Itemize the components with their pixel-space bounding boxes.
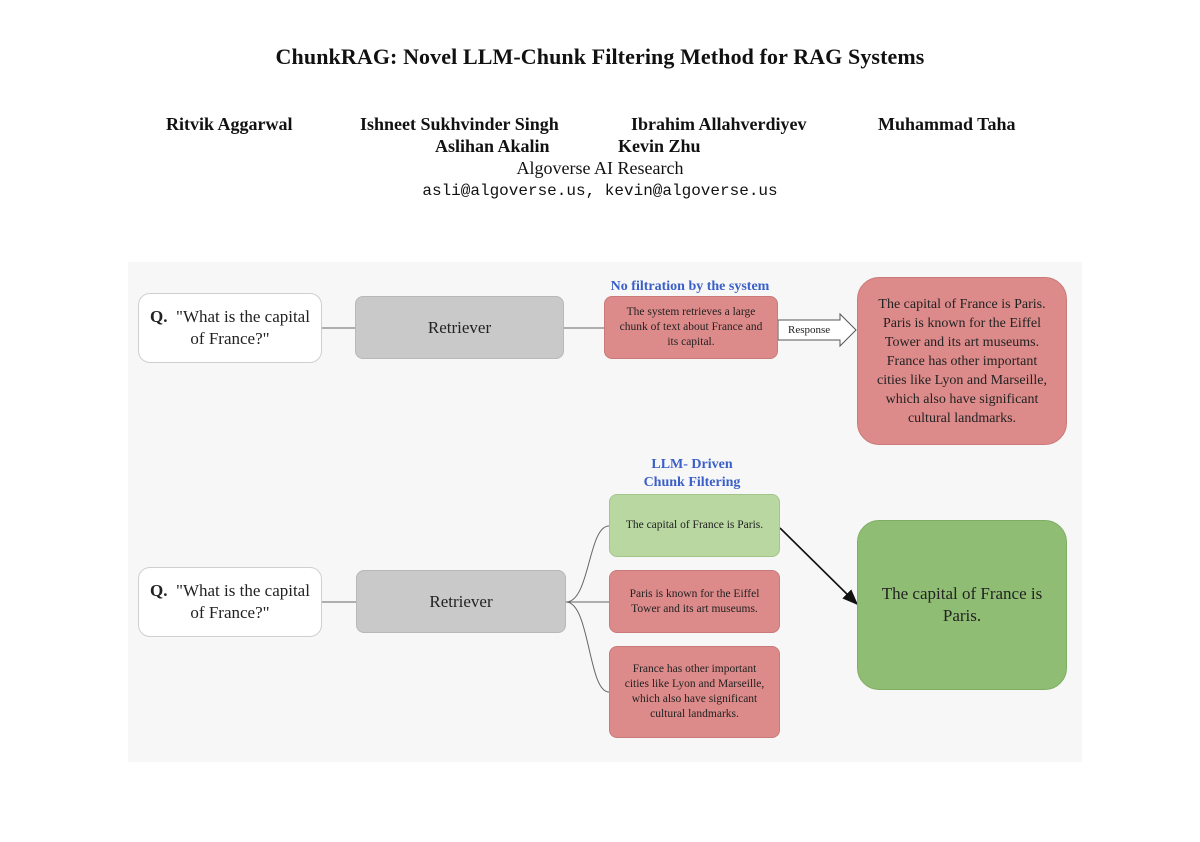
question-prefix: Q. [150, 581, 168, 600]
llm-filtering-label: LLM- Driven Chunk Filtering [592, 456, 792, 492]
no-filtration-label: No filtration by the system [610, 279, 770, 294]
affiliation: Algoverse AI Research [516, 158, 684, 178]
author-name: Ibrahim Allahverdiyev [631, 114, 807, 134]
filtered-chunk: France has other important cities like L… [609, 646, 780, 738]
kept-chunk: The capital of France is Paris. [609, 494, 780, 557]
retriever-box: Retriever [356, 570, 566, 633]
filtered-chunk: Paris is known for the Eiffel Tower and … [609, 570, 780, 633]
retriever-box: Retriever [355, 296, 564, 359]
author-name: Muhammad Taha [878, 114, 1016, 134]
author-name: Kevin Zhu [618, 136, 701, 156]
llm-filtering-label-line: Chunk Filtering [643, 475, 741, 490]
paper-title: ChunkRAG: Novel LLM-Chunk Filtering Meth… [275, 44, 925, 69]
question-box: Q. "What is the capital of France?" [138, 293, 322, 363]
author-name: Ishneet Sukhvinder Singh [360, 114, 559, 134]
question-prefix: Q. [150, 307, 168, 326]
question-text: "What is the capital of France?" [176, 581, 310, 622]
author-name: Aslihan Akalin [435, 136, 550, 156]
filtered-answer: The capital of France is Paris. [857, 520, 1067, 690]
branch-line [565, 601, 610, 693]
author-name: Ritvik Aggarwal [166, 114, 293, 134]
kept-chunk-arrow [779, 527, 859, 606]
retrieved-chunk: The system retrieves a large chunk of te… [604, 296, 778, 359]
branch-line [565, 525, 610, 603]
question-box: Q. "What is the capital of France?" [138, 567, 322, 637]
llm-filtering-label-line: LLM- Driven [651, 457, 733, 472]
author-emails: asli@algoverse.us, kevin@algoverse.us [422, 182, 778, 200]
question-text: "What is the capital of France?" [176, 307, 310, 348]
unfiltered-answer: The capital of France is Paris. Paris is… [857, 277, 1067, 445]
response-label: Response [788, 324, 831, 336]
response-arrow [777, 312, 857, 348]
